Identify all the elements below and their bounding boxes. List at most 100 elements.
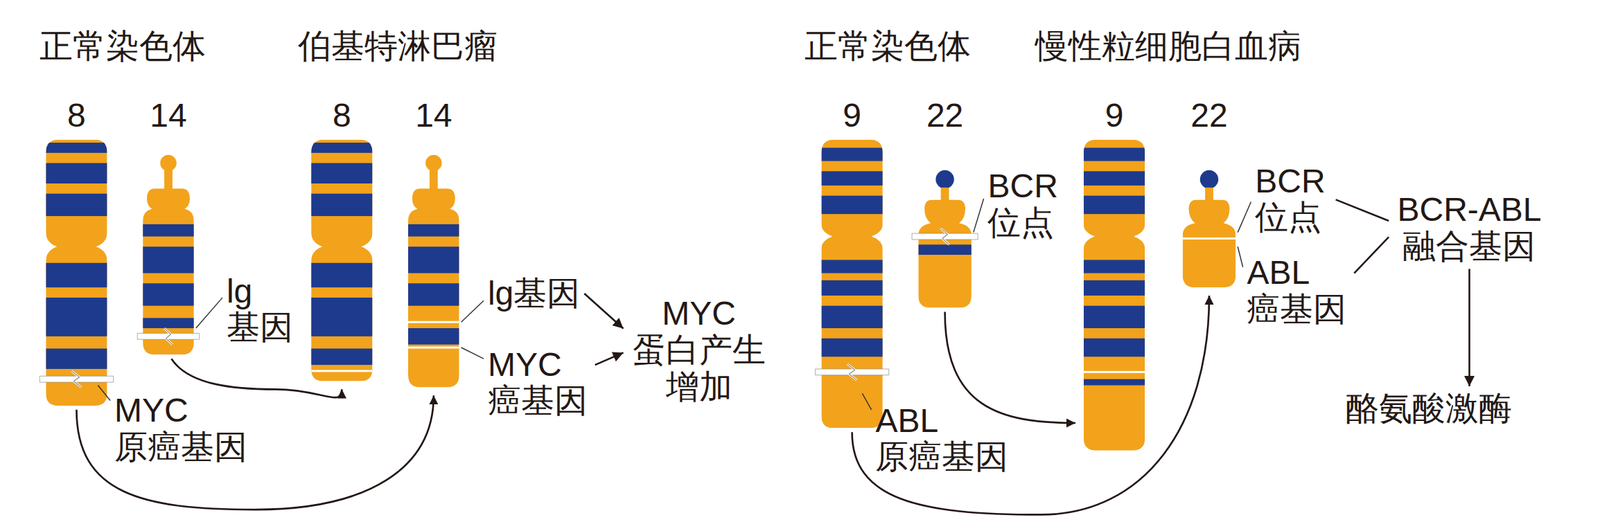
leader-line [196, 297, 223, 329]
node-text: 酪氨酸激酶 [1345, 390, 1512, 428]
chromosome-band [1078, 196, 1151, 215]
label-text: MYC 原癌基因 [114, 392, 255, 467]
chromosome-band [306, 194, 378, 217]
label-text: 伯基特淋巴瘤 [297, 28, 498, 66]
chromosome [913, 194, 977, 312]
chromosome-band [306, 263, 378, 288]
label-text: 22 [1190, 97, 1228, 135]
text-node: BCR-ABL 融合基因 [1392, 191, 1546, 266]
chromosome-band [40, 194, 113, 217]
connector-arrow [595, 352, 624, 366]
chromosome-band [913, 194, 977, 312]
leader-line [973, 198, 984, 233]
node-text: ABL 癌基因 [1246, 255, 1350, 329]
chromosome-band [1078, 280, 1151, 296]
chromosome-band [816, 259, 888, 274]
stalk [164, 169, 173, 191]
text-node: MYC 蛋白产生 增加 [627, 295, 771, 406]
connector-arrow [584, 293, 623, 330]
text-node: ABL 癌基因 [1246, 255, 1350, 329]
chromosome-band [137, 318, 199, 329]
chromosome-band [816, 338, 888, 357]
node-text: BCR-ABL 融合基因 [1392, 191, 1546, 266]
leader-line [1237, 246, 1243, 267]
chromosome-band [816, 196, 888, 215]
chromosome-band [1078, 132, 1151, 454]
chromosome-band [1078, 259, 1151, 274]
node-text: lg基因 [487, 275, 580, 313]
chromosome-band [306, 370, 378, 373]
translocation-arrow [171, 358, 342, 398]
chromosome [306, 132, 378, 388]
chromosome-band [403, 246, 465, 274]
leader-lines [97, 198, 1251, 411]
chromosome-band [1177, 237, 1241, 240]
chromosome-band [1078, 147, 1151, 161]
chromosome-band [816, 280, 888, 296]
chromosome-band [306, 142, 378, 154]
chromosome-band [816, 306, 888, 329]
text-node: MYC 癌基因 [487, 347, 592, 421]
leader-line [461, 347, 484, 359]
chromosome [40, 132, 113, 413]
chromosome-band [913, 244, 977, 256]
chromosome-band [137, 246, 199, 274]
label-text: 正常染色体 [39, 28, 206, 66]
chromosome-band [1078, 338, 1151, 357]
chromosome-band [306, 348, 378, 366]
text-node: 酪氨酸激酶 [1345, 390, 1512, 428]
chromosome-band [403, 321, 465, 324]
node-text: MYC 蛋白产生 增加 [627, 295, 771, 406]
label-text: 8 [67, 97, 86, 135]
satellite [425, 155, 443, 172]
chromosome-band [137, 224, 199, 237]
break-mark [911, 228, 978, 246]
translocation-arrow [945, 311, 1076, 423]
leader-line [862, 393, 872, 411]
chromosome [1177, 194, 1241, 292]
connector-arrow [1468, 268, 1471, 387]
node-text: BCR 位点 [1254, 163, 1332, 237]
chromosome [137, 183, 199, 363]
chromosome-band [1078, 371, 1151, 374]
chromosome-band [40, 263, 113, 288]
chromosome-band [816, 147, 888, 161]
label-text: ABL 原癌基因 [875, 403, 1016, 477]
chromosome-band [1078, 379, 1151, 386]
label-text: lg 基因 [226, 273, 301, 348]
leader-line [1237, 201, 1251, 233]
text-node: lg基因 [487, 275, 580, 313]
label-text: 14 [415, 97, 452, 135]
chromosome-band [403, 224, 465, 237]
satellite [1200, 170, 1219, 189]
stalk [1205, 187, 1214, 203]
chromosome-band [1078, 306, 1151, 329]
stalk [941, 187, 950, 203]
break-mark [137, 328, 200, 346]
label-text: 9 [842, 97, 862, 135]
chromosome-band [403, 283, 465, 306]
chromosome-band [1177, 194, 1241, 292]
chromosome-band [137, 283, 199, 306]
label-text: 8 [332, 97, 352, 135]
chromosome-band [403, 328, 465, 346]
chromosome [1078, 132, 1151, 454]
label-text: 慢性粒细胞白血病 [1035, 28, 1302, 66]
stalk [429, 169, 438, 191]
break-mark [814, 364, 889, 382]
chromosome-band [306, 163, 378, 184]
chromosome-band [403, 183, 465, 393]
chromosome-band [306, 132, 378, 388]
chromosome-band [40, 163, 113, 184]
text-node: BCR 位点 [1254, 163, 1332, 237]
chromosome-band [40, 132, 113, 413]
chromosome-band [306, 297, 378, 337]
chromosome-band [40, 142, 113, 154]
leader-line [461, 300, 484, 323]
label-text: 14 [149, 97, 187, 135]
label-text: BCR 位点 [987, 168, 1064, 242]
satellite [160, 155, 177, 172]
connector-arrow [1354, 236, 1389, 274]
break-mark [39, 371, 113, 389]
